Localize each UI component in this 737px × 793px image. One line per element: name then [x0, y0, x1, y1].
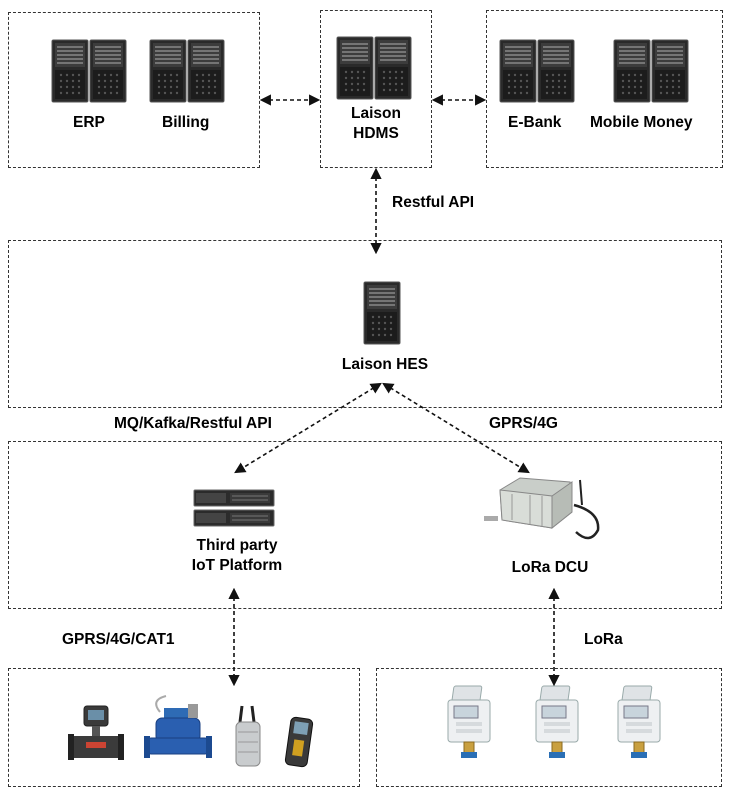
mobile-money-server-icon [613, 39, 689, 103]
erp-server-icon [51, 39, 127, 103]
mq-kafka-label: MQ/Kafka/Restful API [114, 415, 272, 432]
lora-water-meter-icon [447, 685, 491, 759]
electromagnetic-flowmeter-icon [68, 705, 124, 760]
gprs-4g-label: GPRS/4G [489, 415, 558, 432]
iot-platform-label: Third party IoT Platform [150, 536, 324, 576]
hes-iot-link [234, 382, 382, 474]
pressure-sensor-icon [235, 705, 261, 767]
lora-dcu-label: LoRa DCU [511, 559, 589, 576]
lora-water-meter-icon [617, 685, 661, 759]
erp-label: ERP [73, 114, 105, 131]
hes-dcu-link [382, 382, 530, 474]
ebank-mobile-group [486, 10, 723, 168]
field-devices-group [8, 668, 360, 787]
iot-platform-line2: IoT Platform [191, 557, 283, 574]
control-valve-icon [144, 695, 212, 758]
hes-label: Laison HES [341, 356, 429, 373]
billing-label: Billing [162, 114, 210, 131]
ebank-label: E-Bank [508, 114, 562, 131]
hdms-group [320, 10, 432, 168]
iot-platform-line1: Third party [196, 537, 278, 554]
ebank-server-icon [499, 39, 575, 103]
hdms-label-line2: HDMS [353, 125, 399, 142]
lora-label: LoRa [584, 631, 623, 648]
erp-billing-group [8, 12, 260, 168]
hes-server-icon [363, 281, 401, 345]
hdms-server-icon [336, 36, 412, 100]
gprs-cat1-label: GPRS/4G/CAT1 [62, 631, 175, 648]
handheld-terminal-icon [284, 716, 314, 768]
hdms-label-line1: Laison [351, 105, 401, 122]
hdms-label: Laison HDMS [320, 104, 432, 144]
rack-server-icon [193, 489, 275, 527]
lora-water-meter-icon [535, 685, 579, 759]
mobile-money-label: Mobile Money [590, 114, 693, 131]
lora-dcu-icon [484, 477, 600, 540]
restful-api-label: Restful API [392, 194, 475, 211]
billing-server-icon [149, 39, 225, 103]
